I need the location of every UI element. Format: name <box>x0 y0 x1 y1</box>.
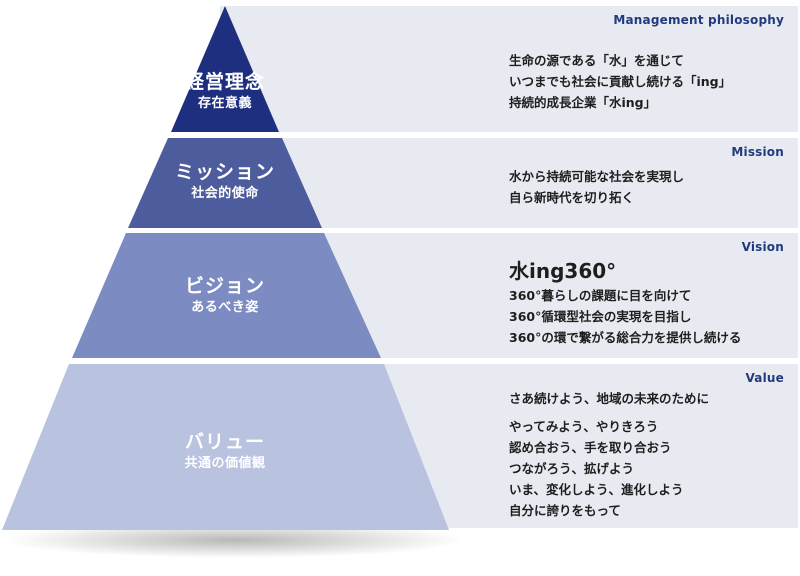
panel-text: 水ing360° 360°暮らしの課題に目を向けて 360°循環型社会の実現を目… <box>509 257 741 348</box>
tier-title: ビジョン <box>184 275 265 297</box>
panel-mission: Mission 水から持続可能な社会を実現し 自ら新時代を切り拓く <box>220 138 798 228</box>
text-line: 生命の源である「水」を通じて <box>509 53 684 68</box>
panel-text: 水から持続可能な社会を実現し 自ら新時代を切り拓く <box>509 166 684 208</box>
text-line: 360°循環型社会の実現を目指し <box>509 309 692 324</box>
pyramid-tier-mission <box>128 138 322 228</box>
pyramid-tier-vision <box>72 233 381 358</box>
tier-label-mission: ミッション 社会的使命 <box>150 160 300 204</box>
vision-headline: 水ing360° <box>509 259 617 283</box>
panel-management-philosophy: Management philosophy 生命の源である「水」を通じて いつま… <box>220 6 798 132</box>
text-line: 認め合おう、手を取り合おう <box>509 440 672 455</box>
tier-subtitle: あるべき姿 <box>191 300 259 315</box>
pyramid-tier-management-philosophy <box>171 6 279 132</box>
panel-text: さあ続けよう、地域の未来のために やってみよう、やりきろう 認め合おう、手を取り… <box>509 388 709 521</box>
text-line: 自分に誇りをもって <box>509 503 621 518</box>
value-lead: さあ続けよう、地域の未来のために <box>509 391 710 406</box>
pyramid-tier-value <box>2 364 449 530</box>
tier-title: バリュー <box>184 431 265 453</box>
text-line: 自ら新時代を切り拓く <box>509 190 635 205</box>
tier-subtitle: 社会的使命 <box>191 186 259 201</box>
panel-tag: Mission <box>731 145 784 159</box>
text-line: いつまでも社会に貢献し続ける「ing」 <box>509 74 732 89</box>
tier-subtitle: 共通の価値観 <box>184 456 266 471</box>
text-line: つながろう、拡げよう <box>509 461 635 476</box>
text-line: いま、変化しよう、進化しよう <box>509 482 684 497</box>
tier-label-value: バリュー 共通の価値観 <box>150 430 300 474</box>
panel-tag: Value <box>745 371 784 385</box>
text-line: やってみよう、やりきろう <box>509 419 659 434</box>
panel-text: 生命の源である「水」を通じて いつまでも社会に貢献し続ける「ing」 持続的成長… <box>509 50 731 113</box>
text-line: 360°の環で繋がる総合力を提供し続ける <box>509 330 742 345</box>
pyramid-shadow <box>5 522 465 558</box>
tier-title: ミッション <box>174 161 275 183</box>
tier-label-management-philosophy: 経営理念 存在意義 <box>150 70 300 114</box>
text-line: 水から持続可能な社会を実現し <box>509 169 685 184</box>
tier-title: 経営理念 <box>184 71 265 93</box>
text-line: 持続的成長企業「水ing」 <box>509 95 657 110</box>
tier-subtitle: 存在意義 <box>197 96 252 111</box>
tier-label-vision: ビジョン あるべき姿 <box>150 274 300 318</box>
panel-tag: Vision <box>741 240 784 254</box>
text-line: 360°暮らしの課題に目を向けて <box>509 288 692 303</box>
panel-tag: Management philosophy <box>613 13 784 27</box>
